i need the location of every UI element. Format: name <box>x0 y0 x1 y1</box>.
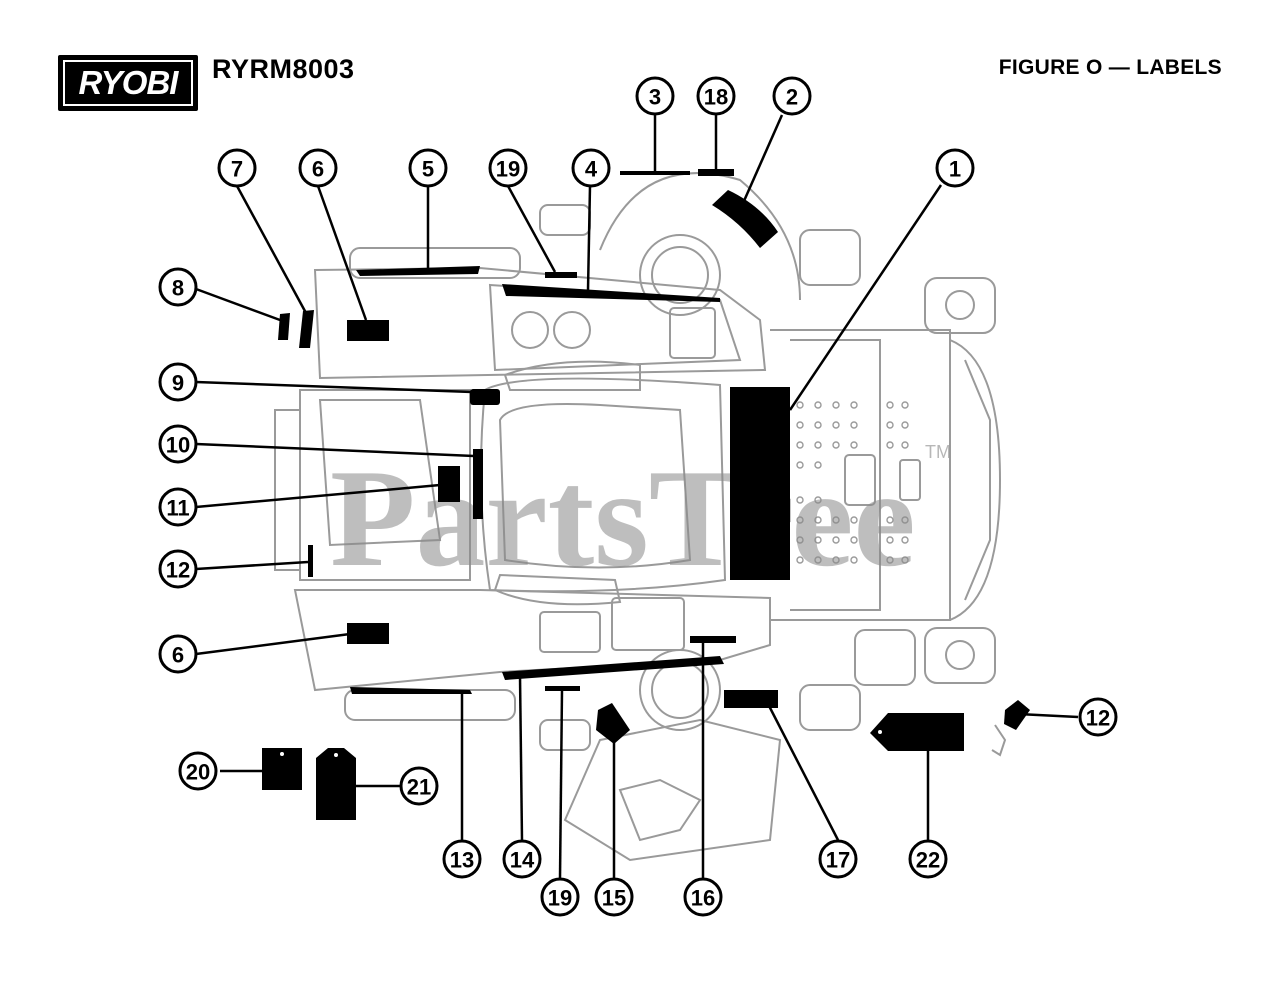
callout-13-num: 13 <box>450 848 474 873</box>
label-17 <box>724 690 778 708</box>
callout-5: 5 <box>408 148 448 188</box>
label-19-top <box>545 272 577 278</box>
callout-21-num: 21 <box>407 775 431 800</box>
callout-1-num: 1 <box>949 157 961 182</box>
callout-18: 18 <box>696 76 736 116</box>
watermark-tm: TM <box>925 442 951 462</box>
callout-8: 8 <box>158 267 198 307</box>
callout-7: 7 <box>217 148 257 188</box>
callout-13: 13 <box>442 839 482 879</box>
label-7 <box>299 310 314 348</box>
logo-text: RYOBI <box>63 60 193 106</box>
label-6-top <box>347 320 389 341</box>
callout-14-num: 14 <box>510 848 535 873</box>
tag-holes <box>280 730 882 757</box>
label-15 <box>596 703 630 744</box>
callout-9: 9 <box>158 362 198 402</box>
label-10 <box>473 449 483 519</box>
callout-12-left: 12 <box>158 549 198 589</box>
callout-4-num: 4 <box>585 157 598 182</box>
label-9 <box>470 389 500 405</box>
label-4 <box>502 284 720 302</box>
callout-19-top-num: 19 <box>496 157 520 182</box>
callout-7-num: 7 <box>231 157 243 182</box>
label-14 <box>502 656 724 680</box>
callout-6-bottom: 6 <box>158 634 198 674</box>
platform-holes <box>796 401 909 564</box>
label-22 <box>870 713 964 751</box>
label-18 <box>698 169 734 176</box>
callout-11-num: 11 <box>166 496 189 521</box>
callout-2: 2 <box>772 76 812 116</box>
model-number: RYRM8003 <box>212 54 355 84</box>
label-1 <box>730 387 790 580</box>
callout-6-bottom-num: 6 <box>172 643 184 668</box>
callout-15-num: 15 <box>602 886 626 911</box>
label-19-bottom <box>545 686 580 691</box>
callout-6-top: 6 <box>298 148 338 188</box>
label-16 <box>690 636 736 643</box>
label-5 <box>356 266 480 276</box>
label-6-bottom <box>347 623 389 644</box>
callout-22-num: 22 <box>916 848 940 873</box>
callout-11: 11 <box>158 487 198 527</box>
callout-1: 1 <box>935 148 975 188</box>
label-11 <box>438 466 460 502</box>
callout-12-right-num: 12 <box>1086 706 1110 731</box>
callout-16-num: 16 <box>691 886 715 911</box>
ryobi-logo: RYOBI <box>58 55 198 111</box>
callout-12-left-num: 12 <box>166 558 190 583</box>
label-12-right <box>1004 700 1030 730</box>
callout-4: 4 <box>571 148 611 188</box>
watermark-text: PartsTree <box>330 441 916 596</box>
callout-19-bottom-num: 19 <box>548 886 572 911</box>
callout-16: 16 <box>683 877 723 917</box>
callout-5-num: 5 <box>422 157 434 182</box>
callout-9-num: 9 <box>172 371 184 396</box>
callout-21: 21 <box>399 766 439 806</box>
callout-17-num: 17 <box>826 848 850 873</box>
callout-2-num: 2 <box>786 85 798 110</box>
callout-8-num: 8 <box>172 276 184 301</box>
label-13 <box>350 687 472 694</box>
callout-18-num: 18 <box>704 85 728 110</box>
leader-lines <box>195 114 1079 879</box>
callout-19-bottom: 19 <box>540 877 580 917</box>
callout-17: 17 <box>818 839 858 879</box>
callout-22: 22 <box>908 839 948 879</box>
callout-3-num: 3 <box>649 85 661 110</box>
label-2 <box>712 190 778 248</box>
callout-20-num: 20 <box>186 760 210 785</box>
callout-20: 20 <box>178 751 218 791</box>
callout-12-right: 12 <box>1078 697 1118 737</box>
callouts: 1 2 3 4 5 6 6 <box>158 76 1118 917</box>
label-20 <box>262 748 302 790</box>
callout-19-top: 19 <box>488 148 528 188</box>
label-12-left <box>308 545 313 577</box>
callout-14: 14 <box>502 839 542 879</box>
callout-15: 15 <box>594 877 634 917</box>
callout-6-top-num: 6 <box>312 157 324 182</box>
labels <box>262 169 1030 820</box>
label-8 <box>278 313 290 340</box>
figure-title: FIGURE O — LABELS <box>998 56 1222 79</box>
callout-10: 10 <box>158 424 198 464</box>
label-3 <box>620 171 690 175</box>
callout-10-num: 10 <box>166 433 190 458</box>
callout-3: 3 <box>635 76 675 116</box>
label-21 <box>316 748 356 820</box>
